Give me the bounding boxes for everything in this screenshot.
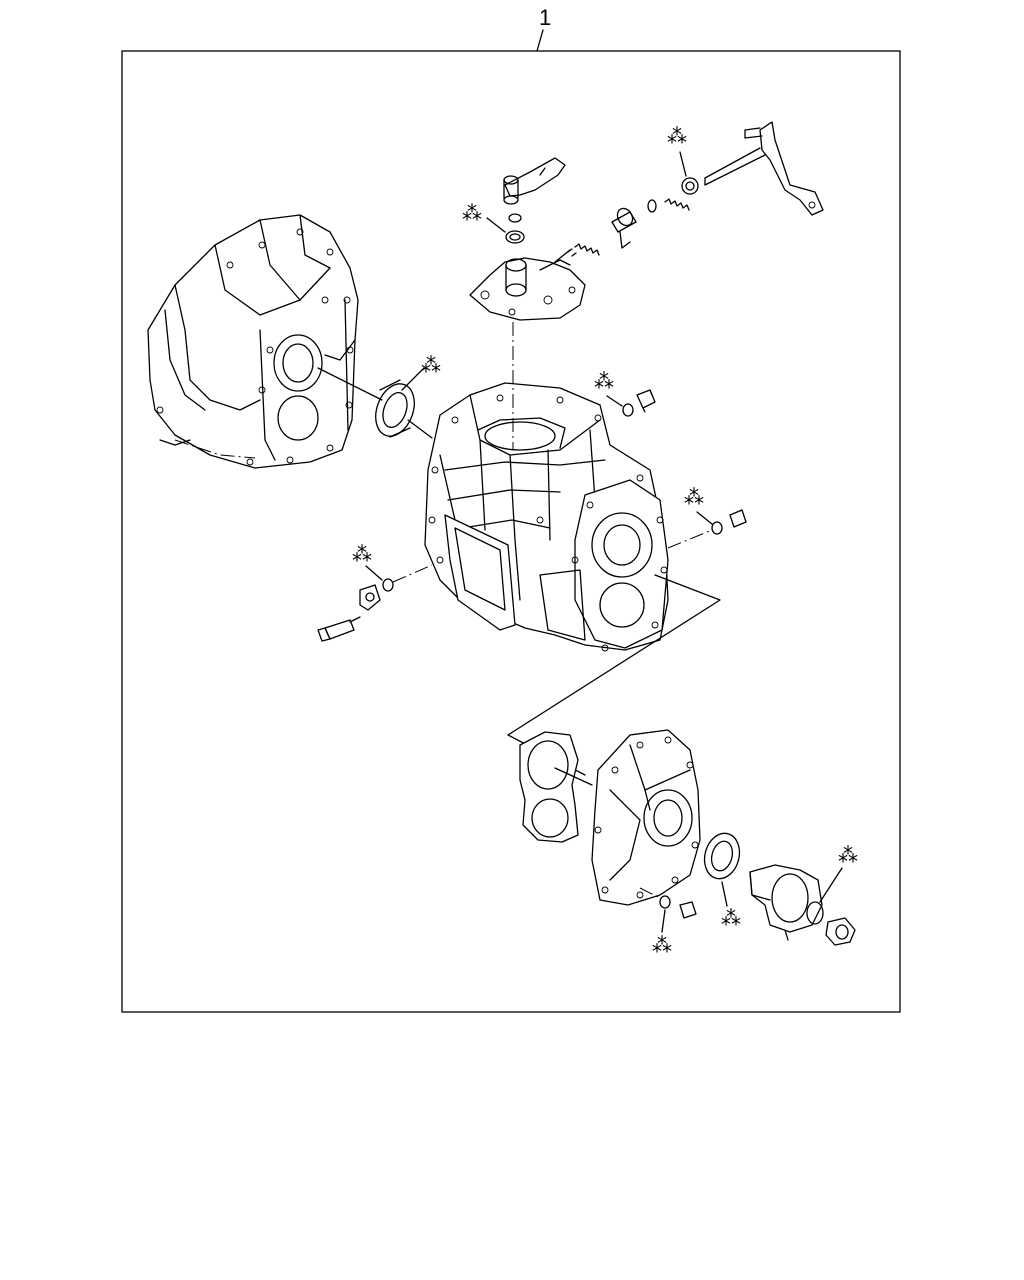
flange-nut xyxy=(825,917,856,946)
shift-lever xyxy=(503,157,566,205)
rear-gasket xyxy=(519,731,579,843)
star-lever-seal-leader xyxy=(486,217,506,233)
star-top-plug-leader xyxy=(606,395,623,407)
star-input-seal: ⁂ xyxy=(421,353,441,377)
flange-oring xyxy=(806,901,824,925)
center-line-left-plug xyxy=(392,564,433,583)
seal-leader-2 xyxy=(407,419,433,439)
star-leader-input xyxy=(401,367,425,391)
star-shift-seal-leader xyxy=(679,151,687,177)
callout-leader xyxy=(536,29,544,52)
star-left-plug-leader xyxy=(365,565,383,581)
center-line-right-plug xyxy=(667,529,713,549)
callout-number: 1 xyxy=(539,5,551,30)
lever-seal xyxy=(505,230,525,244)
star-shift-seal: ⁂ xyxy=(667,124,687,148)
rear-oil-seal xyxy=(703,832,741,880)
lever-washer xyxy=(508,213,522,223)
star-lever-seal: ⁂ xyxy=(462,201,482,225)
shift-shaft-assembly xyxy=(554,121,824,263)
star-top-plug-washer: ⁂ xyxy=(594,369,614,393)
star-right-plug-washer: ⁂ xyxy=(684,485,704,509)
star-left-plug-washer: ⁂ xyxy=(352,542,372,566)
rear-plug xyxy=(659,895,697,919)
center-line-rear-plug xyxy=(639,887,661,899)
rear-extension-housing xyxy=(591,729,701,906)
star-rear-seal: ⁂ xyxy=(721,906,741,930)
star-rear-plug-washer: ⁂ xyxy=(652,933,672,957)
star-right-plug-leader xyxy=(696,511,713,525)
transmission-case xyxy=(424,382,669,652)
right-plug xyxy=(711,509,747,535)
left-plug-and-bracket xyxy=(317,578,394,642)
bell-housing xyxy=(147,214,359,469)
seal-leader xyxy=(317,367,383,401)
top-plug xyxy=(622,389,656,417)
input-oil-seal xyxy=(375,379,415,438)
star-flange-oring-leader xyxy=(819,867,843,903)
star-flange-oring: ⁂ xyxy=(838,843,858,867)
shift-housing xyxy=(469,257,586,321)
gasket-leader xyxy=(554,767,593,786)
diagram-frame xyxy=(121,50,901,1013)
star-rear-seal-leader xyxy=(721,881,728,907)
star-rear-plug-leader xyxy=(661,909,666,933)
output-flange xyxy=(749,864,823,941)
